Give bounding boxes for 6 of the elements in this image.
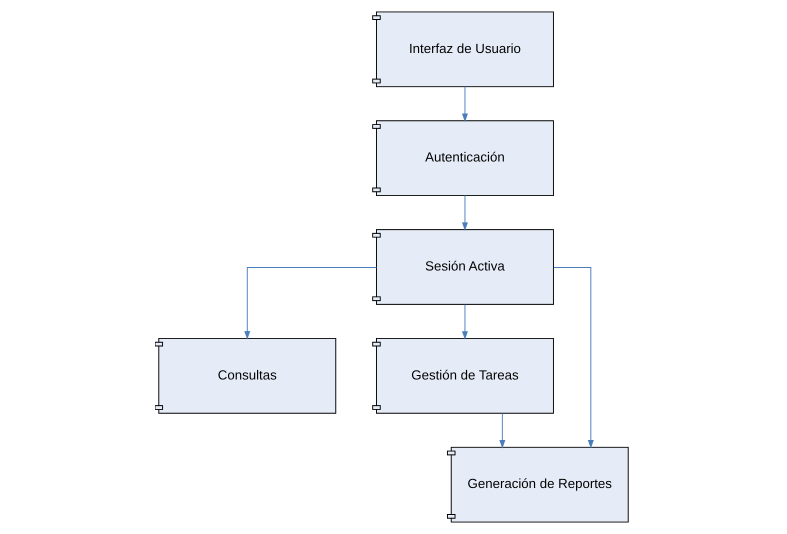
arrow <box>462 304 468 340</box>
arrow <box>462 86 468 122</box>
arrow <box>499 412 506 449</box>
arrow <box>462 195 468 231</box>
arrow <box>553 267 594 449</box>
arrow <box>244 267 377 340</box>
